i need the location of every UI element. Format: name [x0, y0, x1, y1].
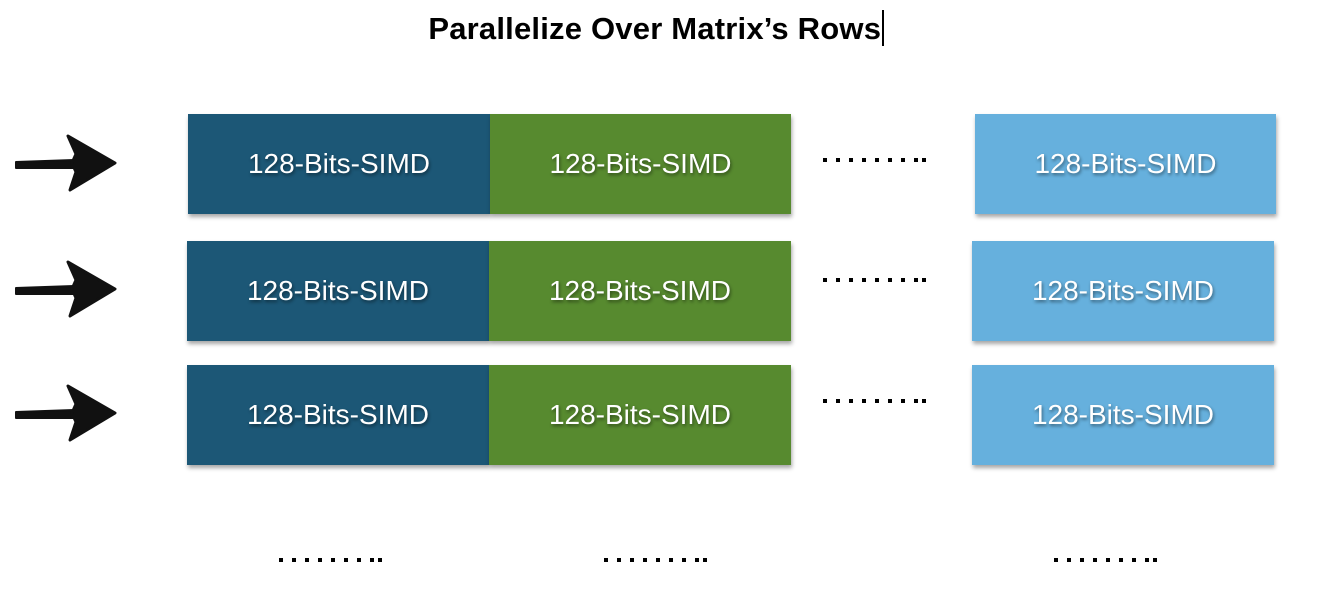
simd-label: 128-Bits-SIMD	[548, 275, 732, 306]
row-2-simd-block-1: 128-Bits-SIMD	[187, 241, 489, 341]
simd-label: 128-Bits-SIMD	[1031, 399, 1215, 430]
title-text: Parallelize Over Matrix’s Rows	[428, 11, 882, 46]
row-1-simd-block-1: 128-Bits-SIMD	[188, 114, 490, 214]
simd-label: 128-Bits-SIMD	[548, 399, 732, 430]
bottom-ellipsis-1	[279, 558, 382, 562]
bottom-ellipsis-2	[604, 558, 707, 562]
row-3-ellipsis	[823, 399, 926, 403]
row-1-ellipsis	[823, 158, 926, 162]
simd-label: 128-Bits-SIMD	[1034, 148, 1217, 179]
row-1-arrow-icon	[15, 134, 117, 192]
simd-label: 128-Bits-SIMD	[246, 275, 430, 306]
row-3-simd-block-2: 128-Bits-SIMD	[489, 365, 791, 465]
row-3-simd-block-3: 128-Bits-SIMD	[972, 365, 1274, 465]
simd-label: 128-Bits-SIMD	[549, 148, 732, 179]
simd-label: 128-Bits-SIMD	[247, 148, 431, 179]
row-3-arrow-icon	[15, 384, 117, 442]
simd-label: 128-Bits-SIMD	[1031, 275, 1215, 306]
simd-label: 128-Bits-SIMD	[246, 399, 430, 430]
diagram-title: Parallelize Over Matrix’s Rows	[0, 10, 1312, 47]
row-2-simd-block-2: 128-Bits-SIMD	[489, 241, 791, 341]
text-cursor	[882, 10, 884, 46]
row-2-simd-block-3: 128-Bits-SIMD	[972, 241, 1274, 341]
row-2-ellipsis	[823, 278, 926, 282]
bottom-ellipsis-3	[1054, 558, 1157, 562]
row-3-simd-block-1: 128-Bits-SIMD	[187, 365, 489, 465]
row-1-simd-block-3: 128-Bits-SIMD	[975, 114, 1276, 214]
row-1-simd-block-2: 128-Bits-SIMD	[490, 114, 791, 214]
row-2-arrow-icon	[15, 260, 117, 318]
